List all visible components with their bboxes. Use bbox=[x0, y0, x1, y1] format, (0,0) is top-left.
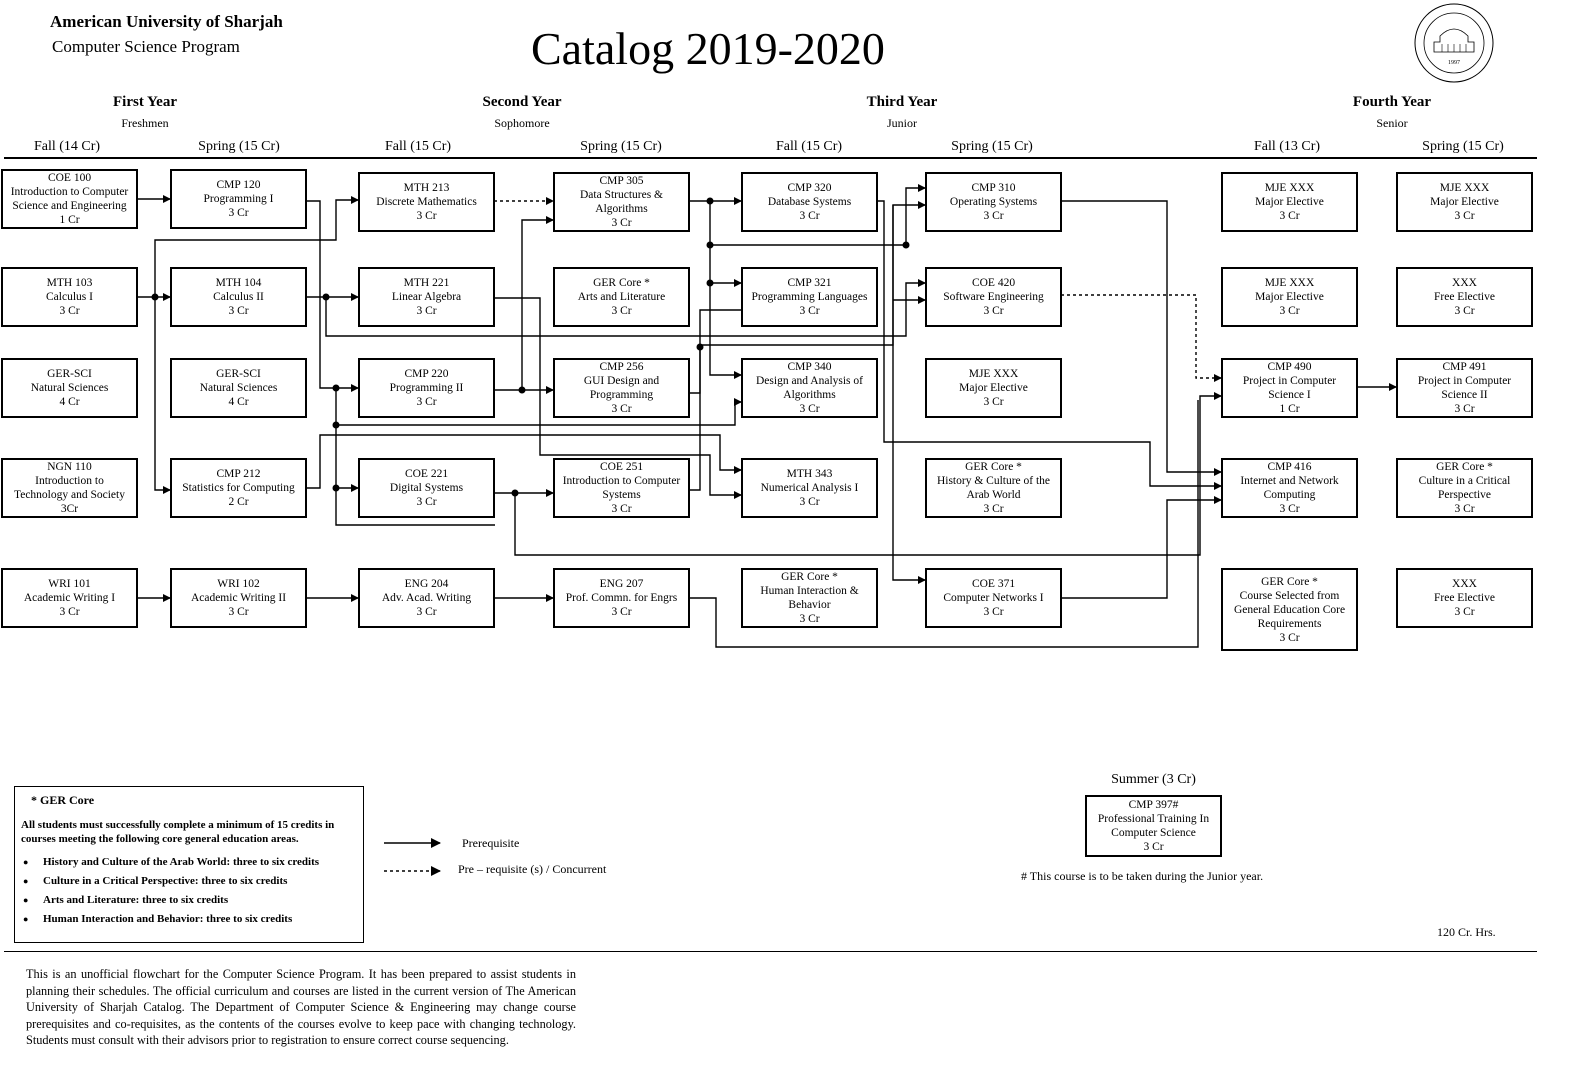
year-1-title: First Year bbox=[113, 94, 177, 110]
catalog-title: Catalog 2019-2020 bbox=[531, 23, 885, 74]
semester-header: Fall (13 Cr) bbox=[1253, 139, 1321, 154]
legend-item: Arts and Literature: three to six credit… bbox=[23, 894, 357, 907]
semester-header: Spring (15 Cr) bbox=[580, 139, 662, 154]
semester-header: Spring (15 Cr) bbox=[1422, 139, 1504, 154]
summer-header: Summer (3 Cr) bbox=[1111, 772, 1196, 787]
legend-item: Human Interaction and Behavior: three to… bbox=[23, 913, 357, 926]
semester-header: Spring (15 Cr) bbox=[951, 139, 1033, 154]
program-name: Computer Science Program bbox=[52, 37, 240, 56]
year-4-title: Fourth Year bbox=[1352, 94, 1432, 110]
svg-text:1997: 1997 bbox=[1448, 60, 1460, 66]
year-2-title: Second Year bbox=[482, 94, 562, 110]
disclaimer-text: This is an unofficial flowchart for the … bbox=[26, 967, 576, 1047]
key-concurrent: Pre – requisite (s) / Concurrent bbox=[458, 862, 607, 876]
header-divider bbox=[4, 157, 1537, 159]
year-3-title: Third Year bbox=[866, 94, 938, 110]
university-name: American University of Sharjah bbox=[50, 12, 283, 31]
year-3-subtitle: Junior bbox=[887, 116, 917, 130]
semester-header: Fall (15 Cr) bbox=[775, 139, 843, 154]
year-4-subtitle: Senior bbox=[1376, 116, 1408, 130]
total-credits: 120 Cr. Hrs. bbox=[1437, 925, 1496, 939]
legend-description: All students must successfully complete … bbox=[21, 819, 335, 845]
ger-core-legend: * GER Core All students must successfull… bbox=[14, 786, 364, 943]
key-prerequisite: Prerequisite bbox=[462, 836, 520, 850]
year-2-subtitle: Sophomore bbox=[494, 116, 550, 130]
arrow-key bbox=[384, 838, 441, 876]
legend-item: Culture in a Critical Perspective: three… bbox=[23, 875, 357, 888]
university-seal-logo: 1997 bbox=[1414, 3, 1494, 83]
legend-title: * GER Core bbox=[31, 793, 95, 807]
summer-note: # This course is to be taken during the … bbox=[1021, 869, 1264, 883]
footer-divider bbox=[4, 951, 1537, 952]
semester-header: Fall (14 Cr) bbox=[33, 139, 101, 154]
legend-item: History and Culture of the Arab World: t… bbox=[23, 856, 357, 869]
semester-header: Fall (15 Cr) bbox=[384, 139, 452, 154]
year-1-subtitle: Freshmen bbox=[121, 116, 169, 130]
semester-header: Spring (15 Cr) bbox=[198, 139, 280, 154]
